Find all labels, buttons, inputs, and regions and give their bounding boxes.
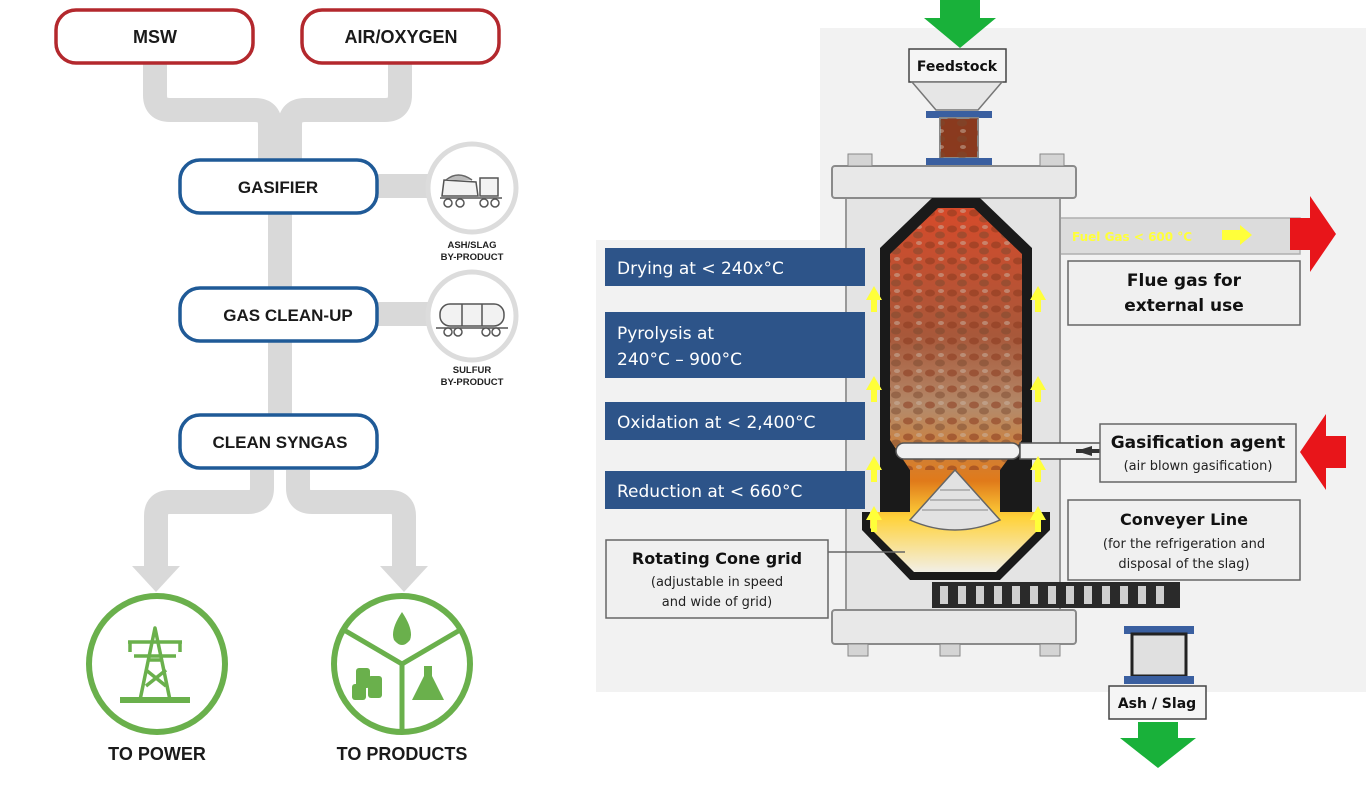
cone-grid-box xyxy=(605,539,829,619)
byproduct-ash-slag: ASH/SLAG BY-PRODUCT xyxy=(425,141,519,263)
stage-box-clean-syngas xyxy=(178,413,379,470)
feedstock-label: Feedstock xyxy=(917,59,998,75)
cone-grid-subtitle: (adjustable in speed xyxy=(651,575,783,590)
diagram-background xyxy=(596,240,856,692)
vessel-bottom-flange xyxy=(831,609,1077,645)
stage-label-gasifier: GASIFIER xyxy=(238,178,318,197)
zone-label-text: Drying at < 240x°C xyxy=(617,259,784,279)
flue-gas-label: Flue gas for xyxy=(1127,271,1242,291)
output-to-power: TO POWER xyxy=(86,593,228,764)
ash-out-arrow-icon xyxy=(1120,722,1196,768)
products-icon xyxy=(342,612,462,732)
stage-box-gas-clean-up xyxy=(178,286,379,343)
zone-label-text: Reduction at < 660°C xyxy=(617,482,802,502)
valve-flange xyxy=(926,158,992,166)
zone-label-drying: Drying at < 240x°C xyxy=(605,248,865,286)
hopper xyxy=(910,81,1004,111)
valve-flange xyxy=(926,111,992,118)
fuel-gas-label: Fuel Gas < 600 °C xyxy=(1072,230,1192,244)
bolt xyxy=(847,153,873,167)
tank-car-icon xyxy=(436,303,508,337)
byproduct-label-line2: BY-PRODUCT xyxy=(441,377,504,388)
zone-label-reduction: Reduction at < 660°C xyxy=(605,471,865,509)
flue-gas-label: external use xyxy=(1124,296,1244,316)
gasification-agent-subtitle: (air blown gasification) xyxy=(1124,459,1273,474)
gasifier-diagram: Feedstock Fuel Gas < 600 °C xyxy=(596,0,1366,768)
conveyer-subtitle: disposal of the slag) xyxy=(1118,557,1249,572)
zone-label-text: Oxidation at < 2,400°C xyxy=(617,413,816,433)
conveyer-box xyxy=(1067,499,1301,581)
bolt xyxy=(1039,643,1061,657)
feed-arrow-icon xyxy=(924,0,996,48)
byproduct-label-line2: BY-PRODUCT xyxy=(441,252,504,263)
down-arrow-icon xyxy=(132,566,180,592)
byproduct-label-line1: ASH/SLAG xyxy=(447,240,496,251)
flow-arrow-icon xyxy=(1222,225,1252,245)
input-box-msw xyxy=(54,8,255,65)
vessel-top-flange xyxy=(831,165,1077,199)
bolt xyxy=(939,643,961,657)
flowchart: MSW AIR/OXYGEN GASIFIER GAS CLEAN-UP CLE… xyxy=(54,8,519,764)
bolt xyxy=(1039,153,1065,167)
stage-box-gasifier xyxy=(178,158,379,215)
gas-flow-arrows xyxy=(866,286,1046,532)
stage-label-clean-syngas: CLEAN SYNGAS xyxy=(212,433,347,452)
input-label-msw: MSW xyxy=(133,27,177,47)
output-label-to-products: TO PRODUCTS xyxy=(337,744,468,764)
cone-grid-lines xyxy=(922,489,988,511)
cone-grid-title: Rotating Cone grid xyxy=(632,549,802,568)
stage-label-gas-clean-up: GAS CLEAN-UP xyxy=(223,306,352,325)
gasification-agent-title: Gasification agent xyxy=(1111,433,1286,453)
valve-flange xyxy=(1124,676,1194,684)
conveyer-subtitle: (for the refrigeration and xyxy=(1103,537,1265,552)
input-box-air-oxygen xyxy=(300,8,501,65)
input-label-air-oxygen: AIR/OXYGEN xyxy=(344,27,457,47)
valve-flange xyxy=(1124,626,1194,634)
zone-label-pyrolysis: Pyrolysis at 240°C – 900°C xyxy=(605,312,865,378)
output-to-products: TO PRODUCTS xyxy=(331,593,473,764)
fuel-bed xyxy=(890,208,1022,470)
ash-slag-label: Ash / Slag xyxy=(1118,696,1196,712)
bolt xyxy=(847,643,869,657)
zone-label-text: Pyrolysis at xyxy=(617,324,714,344)
ash-chute xyxy=(1130,632,1188,678)
down-arrow-icon xyxy=(380,566,428,592)
conveyor-flights xyxy=(940,586,1164,604)
byproduct-label-line1: SULFUR xyxy=(453,365,492,376)
gas-out-arrow-icon xyxy=(1290,196,1336,272)
byproduct-sulfur: SULFUR BY-PRODUCT xyxy=(425,269,519,388)
zone-label-oxidation: Oxidation at < 2,400°C xyxy=(605,402,865,440)
conveyer-title: Conveyer Line xyxy=(1120,510,1248,529)
power-tower-icon xyxy=(120,626,190,703)
cone-grid-subtitle: and wide of grid) xyxy=(662,595,772,610)
air-inlet-pipe xyxy=(895,442,1021,460)
gasification-agent-box xyxy=(1099,423,1297,483)
flue-gas-box xyxy=(1067,260,1301,326)
ash-slag-label-box xyxy=(1108,685,1207,720)
feed-chute-rocks xyxy=(940,118,978,158)
zone-label-text: 240°C – 900°C xyxy=(617,350,742,370)
air-in-arrow-icon xyxy=(1300,414,1346,490)
dump-truck-icon xyxy=(440,174,502,208)
output-label-to-power: TO POWER xyxy=(108,744,206,764)
